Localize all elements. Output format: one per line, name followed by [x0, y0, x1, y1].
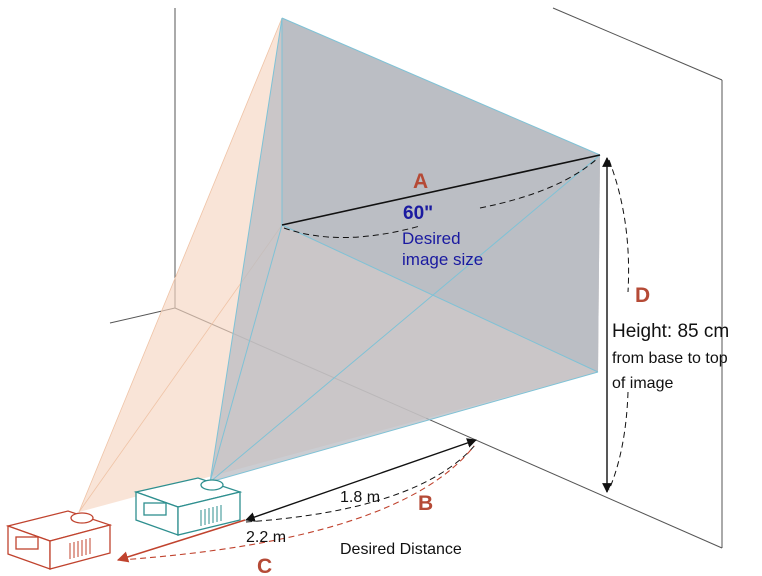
near-beam-edges	[209, 17, 601, 483]
distance-arc-near	[245, 443, 477, 523]
distance-arc-far	[119, 445, 475, 561]
far-projector-icon	[5, 510, 113, 570]
height-arc-d-upper	[608, 159, 630, 293]
height-value: Height: 85 cm	[612, 321, 729, 342]
label-d: D	[635, 284, 650, 307]
distance-caption: Desired Distance	[340, 541, 462, 558]
distance-far-value: 2.2 m	[246, 529, 286, 546]
near-projector-beam	[210, 18, 600, 482]
height-caption-line1: from base to top	[612, 350, 728, 367]
diagonal-value: 60"	[403, 203, 433, 224]
label-c: C	[257, 555, 272, 576]
distance-near-value: 1.8 m	[340, 489, 380, 506]
distance-arrow-near	[245, 438, 477, 522]
label-b: B	[418, 492, 433, 515]
diagonal-line-a	[281, 154, 601, 226]
diagonal-arc-a	[283, 225, 421, 238]
diagonal-arc-a-right	[479, 157, 599, 209]
distance-arrow-far	[116, 519, 246, 563]
diagonal-caption-line2: image size	[402, 250, 483, 269]
height-arc-d-lower	[608, 391, 629, 491]
label-a: A	[413, 170, 428, 193]
near-projector-icon	[133, 477, 243, 536]
height-caption-line2: of image	[612, 375, 673, 392]
diagonal-caption-line1: Desired	[402, 229, 461, 248]
